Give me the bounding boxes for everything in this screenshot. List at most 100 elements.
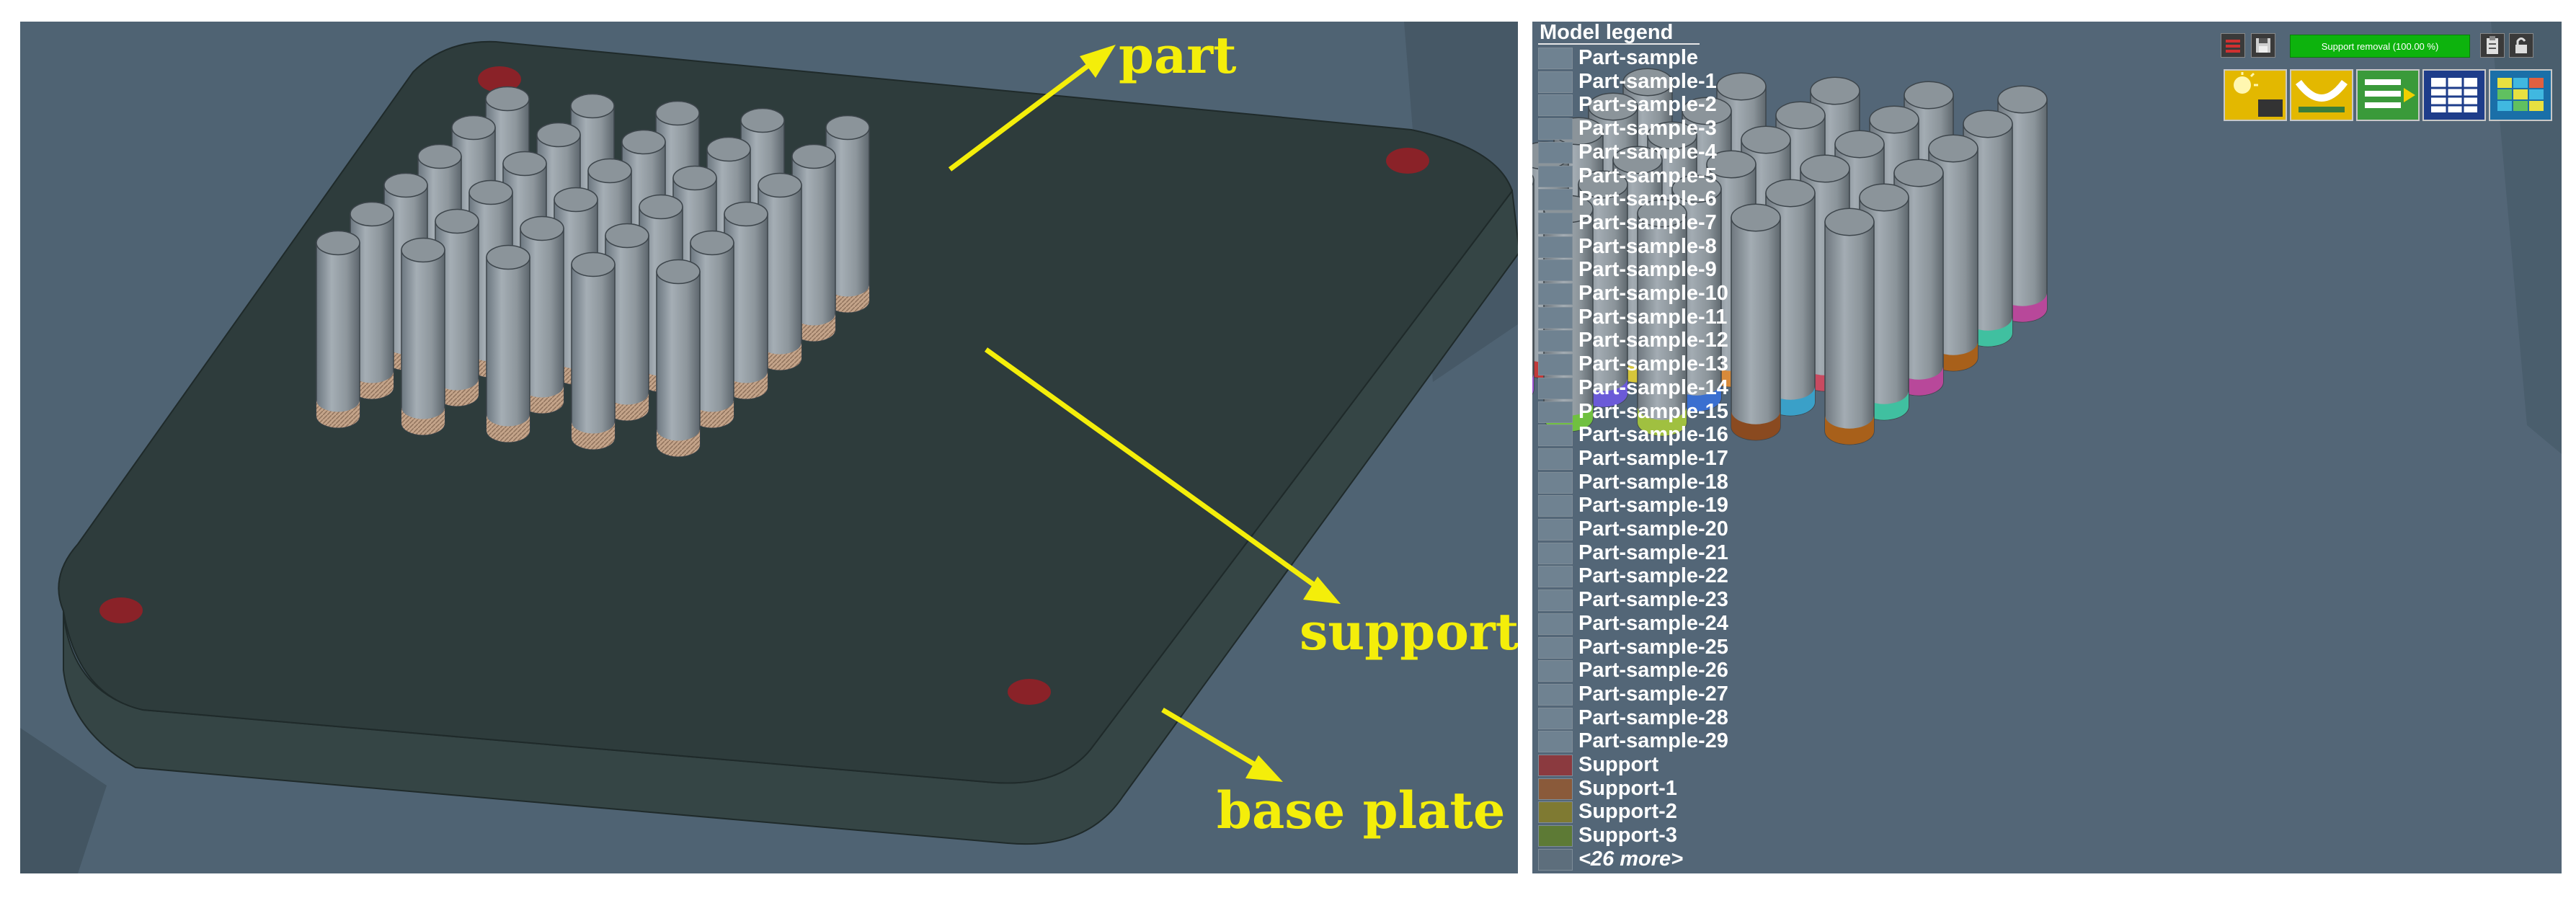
legend-item[interactable]: Support <box>1538 753 1711 776</box>
legend-swatch <box>1538 448 1573 470</box>
legend-label: Support-3 <box>1578 824 1677 848</box>
legend-swatch <box>1538 189 1573 211</box>
legend-item[interactable]: Part-sample-23 <box>1538 588 1728 612</box>
heatmap-icon[interactable] <box>2489 69 2552 121</box>
part-pin <box>1532 174 1535 395</box>
part-pin <box>758 172 802 371</box>
legend-item[interactable]: Part-sample-18 <box>1538 471 1728 494</box>
tray-icon[interactable] <box>2290 69 2353 121</box>
legend-item[interactable]: Part-sample-3 <box>1538 117 1717 141</box>
legend-item[interactable]: Part-sample-9 <box>1538 258 1717 282</box>
legend-item[interactable]: Part-sample-24 <box>1538 612 1728 635</box>
base-plate-arrow-head <box>1245 755 1283 782</box>
legend-item[interactable]: Part-sample <box>1538 46 1711 69</box>
support-arrow-head <box>1303 577 1341 604</box>
legend-swatch <box>1538 236 1573 258</box>
legend-more[interactable]: <26 more> <box>1538 848 1711 871</box>
legend-item[interactable]: Part-sample-8 <box>1538 235 1717 258</box>
legend-label: Part-sample-15 <box>1578 399 1728 423</box>
legend-item[interactable]: Part-sample-14 <box>1538 376 1728 399</box>
support-removal-status: Support removal (100.00 %) <box>2290 35 2470 58</box>
legend-label: Part-sample <box>1578 46 1699 69</box>
legend-swatch <box>1538 71 1573 93</box>
support-base <box>520 386 564 414</box>
legend-swatch <box>1538 354 1573 376</box>
legend-item[interactable]: Part-sample-13 <box>1538 352 1728 376</box>
part-pin <box>571 252 616 450</box>
legend-swatch <box>1538 590 1573 612</box>
legend-item[interactable]: Part-sample-12 <box>1538 329 1728 352</box>
build-scene[interactable] <box>20 22 1518 873</box>
legend-label: Part-sample-3 <box>1578 117 1717 141</box>
legend-item[interactable]: Part-sample-26 <box>1538 659 1728 682</box>
lock-icon[interactable] <box>2509 33 2533 58</box>
legend-swatch <box>1538 165 1573 187</box>
part-pin <box>1731 203 1781 441</box>
support-base <box>1532 373 1534 394</box>
legend-swatch <box>1538 778 1573 800</box>
part-pin <box>316 230 360 429</box>
legend-label: Part-sample-19 <box>1578 494 1728 517</box>
legend-item[interactable]: Part-sample-20 <box>1538 517 1728 541</box>
part-pin <box>435 208 479 407</box>
legend-swatch <box>1538 118 1573 141</box>
legend-swatch <box>1538 48 1573 69</box>
support-base <box>316 400 360 428</box>
legend-label: Part-sample-8 <box>1578 234 1717 258</box>
legend-title: Model legend <box>1538 22 1700 45</box>
legend-item[interactable]: Part-sample-17 <box>1538 447 1728 470</box>
left-viewport[interactable]: part support base plate <box>20 22 1518 873</box>
legend-item[interactable]: Part-sample-15 <box>1538 400 1728 423</box>
table-icon[interactable] <box>2422 69 2486 121</box>
legend-swatch <box>1538 755 1573 776</box>
legend-item[interactable]: Part-sample-25 <box>1538 636 1728 659</box>
legend-swatch <box>1538 825 1573 848</box>
legend-item[interactable]: Part-sample-11 <box>1538 306 1727 329</box>
part-pin <box>791 143 836 342</box>
save-icon[interactable] <box>2251 33 2275 58</box>
legend-item[interactable]: Part-sample-28 <box>1538 706 1728 729</box>
legend-item[interactable]: Support-3 <box>1538 824 1711 848</box>
legend-swatch <box>1538 283 1573 305</box>
legend-item[interactable]: Part-sample-4 <box>1538 141 1717 164</box>
legend-swatch <box>1538 613 1573 635</box>
list-icon[interactable] <box>2356 69 2420 121</box>
legend-item[interactable]: Part-sample-2 <box>1538 93 1717 117</box>
part-pin <box>1824 208 1875 445</box>
support-base <box>487 414 530 442</box>
legend-swatch <box>1538 212 1573 234</box>
legend-item[interactable]: Part-sample-22 <box>1538 564 1728 588</box>
part-pin <box>605 223 649 422</box>
support-base <box>724 371 768 399</box>
legend-item[interactable]: Support-1 <box>1538 777 1711 800</box>
legend-item[interactable]: Part-sample-29 <box>1538 729 1728 753</box>
support-removal-scene[interactable] <box>1532 22 2562 873</box>
part-pin <box>520 215 564 414</box>
sun-icon[interactable] <box>2224 69 2287 121</box>
legend-item[interactable]: Part-sample-21 <box>1538 541 1728 564</box>
support-arrow <box>984 347 1320 590</box>
legend-item[interactable]: Part-sample-7 <box>1538 211 1717 234</box>
base-plate <box>58 40 1514 784</box>
legend-swatch <box>1538 683 1573 706</box>
legend-item[interactable]: Part-sample-1 <box>1538 70 1717 93</box>
legend-item[interactable]: Part-sample-5 <box>1538 164 1717 187</box>
legend-item[interactable]: Part-sample-6 <box>1538 187 1717 211</box>
legend-more-label: <26 more> <box>1578 847 1684 871</box>
legend-label: Part-sample-24 <box>1578 611 1728 635</box>
legend-label: Part-sample-6 <box>1578 187 1717 211</box>
support-base <box>605 393 649 421</box>
legend-item[interactable]: Part-sample-27 <box>1538 682 1728 706</box>
clipboard-icon[interactable] <box>2480 33 2505 58</box>
legend-item[interactable]: Part-sample-10 <box>1538 282 1728 305</box>
legend-item[interactable]: Part-sample-19 <box>1538 494 1728 517</box>
legend-item[interactable]: Support-2 <box>1538 800 1711 824</box>
menu-icon[interactable] <box>2221 33 2245 58</box>
support-base <box>826 285 869 313</box>
legend-swatch <box>1538 542 1573 564</box>
part-pin <box>1637 199 1687 437</box>
support-base <box>758 342 801 370</box>
legend-item[interactable]: Part-sample-16 <box>1538 423 1728 447</box>
